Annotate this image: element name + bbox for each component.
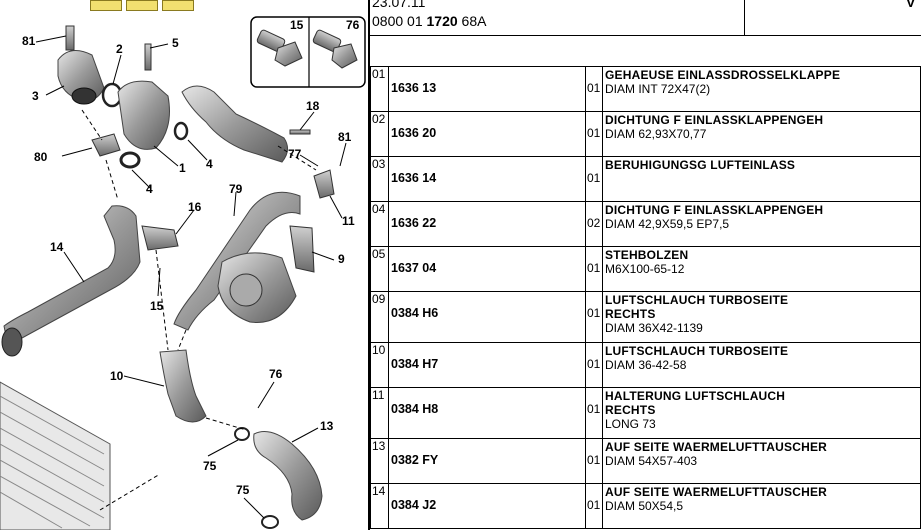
- callout-15: 15: [150, 299, 164, 313]
- zoom-out-icon[interactable]: [126, 0, 158, 11]
- part-spec: DIAM 36X42-1139: [605, 321, 703, 335]
- part-quantity: 01: [587, 171, 601, 185]
- row-index: 09: [370, 291, 389, 343]
- callout-80: 80: [34, 150, 48, 164]
- part-spec: DIAM 36-42-58: [605, 358, 687, 372]
- part-reference[interactable]: 1637 04: [391, 261, 437, 275]
- part-quantity: 01: [587, 126, 601, 140]
- callout-75b: 75: [236, 483, 250, 497]
- part-spec: DIAM 42,9X59,5 EP7,5: [605, 217, 730, 231]
- callout-77: 77: [288, 147, 302, 161]
- header-right-mark: V: [906, 0, 916, 10]
- callout-9: 9: [338, 252, 345, 266]
- parts-table: 01 1636 13 01 GEHAEUSE EINLASSDROSSELKLA…: [370, 66, 921, 529]
- part-description: BERUHIGUNGSG LUFTEINLASS: [605, 158, 796, 172]
- part-description: DICHTUNG F EINLASSKLAPPENGEH: [605, 203, 824, 217]
- parts-diagram[interactable]: 81 2 5 3 80 4 1 4 18 81 77 11 79 16 14 9…: [0, 0, 368, 530]
- part-spec: DIAM INT 72X47(2): [605, 82, 711, 96]
- part-quantity: 01: [587, 498, 601, 512]
- table-row[interactable]: 03 1636 14 01 BERUHIGUNGSG LUFTEINLASS: [370, 156, 921, 202]
- catalog-header: 23.07.11 0800 01 1720 68A V: [370, 0, 921, 36]
- part-description: HALTERUNG LUFTSCHLAUCH: [605, 389, 786, 403]
- part-reference[interactable]: 0384 H6: [391, 306, 439, 320]
- part-spec: LONG 73: [605, 417, 656, 431]
- part-description-line2: RECHTS: [605, 307, 656, 321]
- callout-4a: 4: [146, 182, 153, 196]
- part-reference[interactable]: 0382 FY: [391, 453, 439, 467]
- inset-label-76: 76: [346, 18, 360, 32]
- table-row[interactable]: 02 1636 20 01 DICHTUNG F EINLASSKLAPPENG…: [370, 111, 921, 157]
- part-description: DICHTUNG F EINLASSKLAPPENGEH: [605, 113, 824, 127]
- callout-2: 2: [116, 42, 123, 56]
- table-row[interactable]: 13 0382 FY 01 AUF SEITE WAERMELUFTTAUSCH…: [370, 438, 921, 484]
- row-index: 14: [370, 483, 389, 529]
- row-index: 10: [370, 342, 389, 388]
- callout-13: 13: [320, 419, 334, 433]
- callout-16: 16: [188, 200, 202, 214]
- callout-75a: 75: [203, 459, 217, 473]
- table-row[interactable]: 01 1636 13 01 GEHAEUSE EINLASSDROSSELKLA…: [370, 66, 921, 112]
- callout-79: 79: [229, 182, 243, 196]
- part-description: AUF SEITE WAERMELUFTTAUSCHER: [605, 440, 828, 454]
- part-reference[interactable]: 0384 J2: [391, 498, 437, 512]
- bolt-inset: [250, 16, 366, 88]
- inset-label-15: 15: [290, 18, 304, 32]
- part-spec: M6X100-65-12: [605, 262, 685, 276]
- part-spec: DIAM 62,93X70,77: [605, 127, 707, 141]
- row-index: 13: [370, 438, 389, 484]
- header-separator: [744, 0, 745, 36]
- callout-4b: 4: [206, 157, 213, 171]
- part-spec: DIAM 50X54,5: [605, 499, 684, 513]
- part-reference[interactable]: 1636 20: [391, 126, 437, 140]
- header-reference: 0800 01 1720 68A: [372, 13, 487, 29]
- header-rule: [370, 35, 921, 36]
- part-quantity: 01: [587, 402, 601, 416]
- row-index: 03: [370, 156, 389, 202]
- part-reference[interactable]: 1636 22: [391, 216, 437, 230]
- row-index: 05: [370, 246, 389, 292]
- part-reference[interactable]: 1636 14: [391, 171, 437, 185]
- callout-5: 5: [172, 36, 179, 50]
- callout-11: 11: [342, 214, 355, 228]
- row-index: 11: [370, 387, 389, 439]
- part-description: LUFTSCHLAUCH TURBOSEITE: [605, 344, 789, 358]
- part-spec: DIAM 54X57-403: [605, 454, 698, 468]
- part-description: LUFTSCHLAUCH TURBOSEITE: [605, 293, 789, 307]
- panel-divider: [368, 0, 370, 530]
- callout-81b: 81: [338, 130, 352, 144]
- row-index: 04: [370, 201, 389, 247]
- header-date: 23.07.11: [372, 0, 426, 10]
- row-index: 01: [370, 66, 389, 112]
- callout-3: 3: [32, 89, 39, 103]
- part-reference[interactable]: 1636 13: [391, 81, 437, 95]
- callout-76: 76: [269, 367, 283, 381]
- diagram-drawing: [0, 16, 366, 530]
- callout-18: 18: [306, 99, 320, 113]
- part-quantity: 01: [587, 306, 601, 320]
- callout-14: 14: [50, 240, 64, 254]
- part-quantity: 01: [587, 81, 601, 95]
- zoom-in-icon[interactable]: [90, 0, 122, 11]
- part-description-line2: RECHTS: [605, 403, 656, 417]
- part-quantity: 01: [587, 357, 601, 371]
- zoom-fit-icon[interactable]: [162, 0, 194, 11]
- part-description: GEHAEUSE EINLASSDROSSELKLAPPE: [605, 68, 841, 82]
- part-description: AUF SEITE WAERMELUFTTAUSCHER: [605, 485, 828, 499]
- callout-1: 1: [179, 161, 186, 175]
- table-row[interactable]: 04 1636 22 02 DICHTUNG F EINLASSKLAPPENG…: [370, 201, 921, 247]
- part-reference[interactable]: 0384 H7: [391, 357, 439, 371]
- callout-81a: 81: [22, 34, 36, 48]
- part-quantity: 02: [587, 216, 601, 230]
- callout-10: 10: [110, 369, 124, 383]
- row-index: 02: [370, 111, 389, 157]
- part-quantity: 01: [587, 453, 601, 467]
- part-description: STEHBOLZEN: [605, 248, 689, 262]
- part-quantity: 01: [587, 261, 601, 275]
- table-row[interactable]: 14 0384 J2 01 AUF SEITE WAERMELUFTTAUSCH…: [370, 483, 921, 529]
- part-reference[interactable]: 0384 H8: [391, 402, 439, 416]
